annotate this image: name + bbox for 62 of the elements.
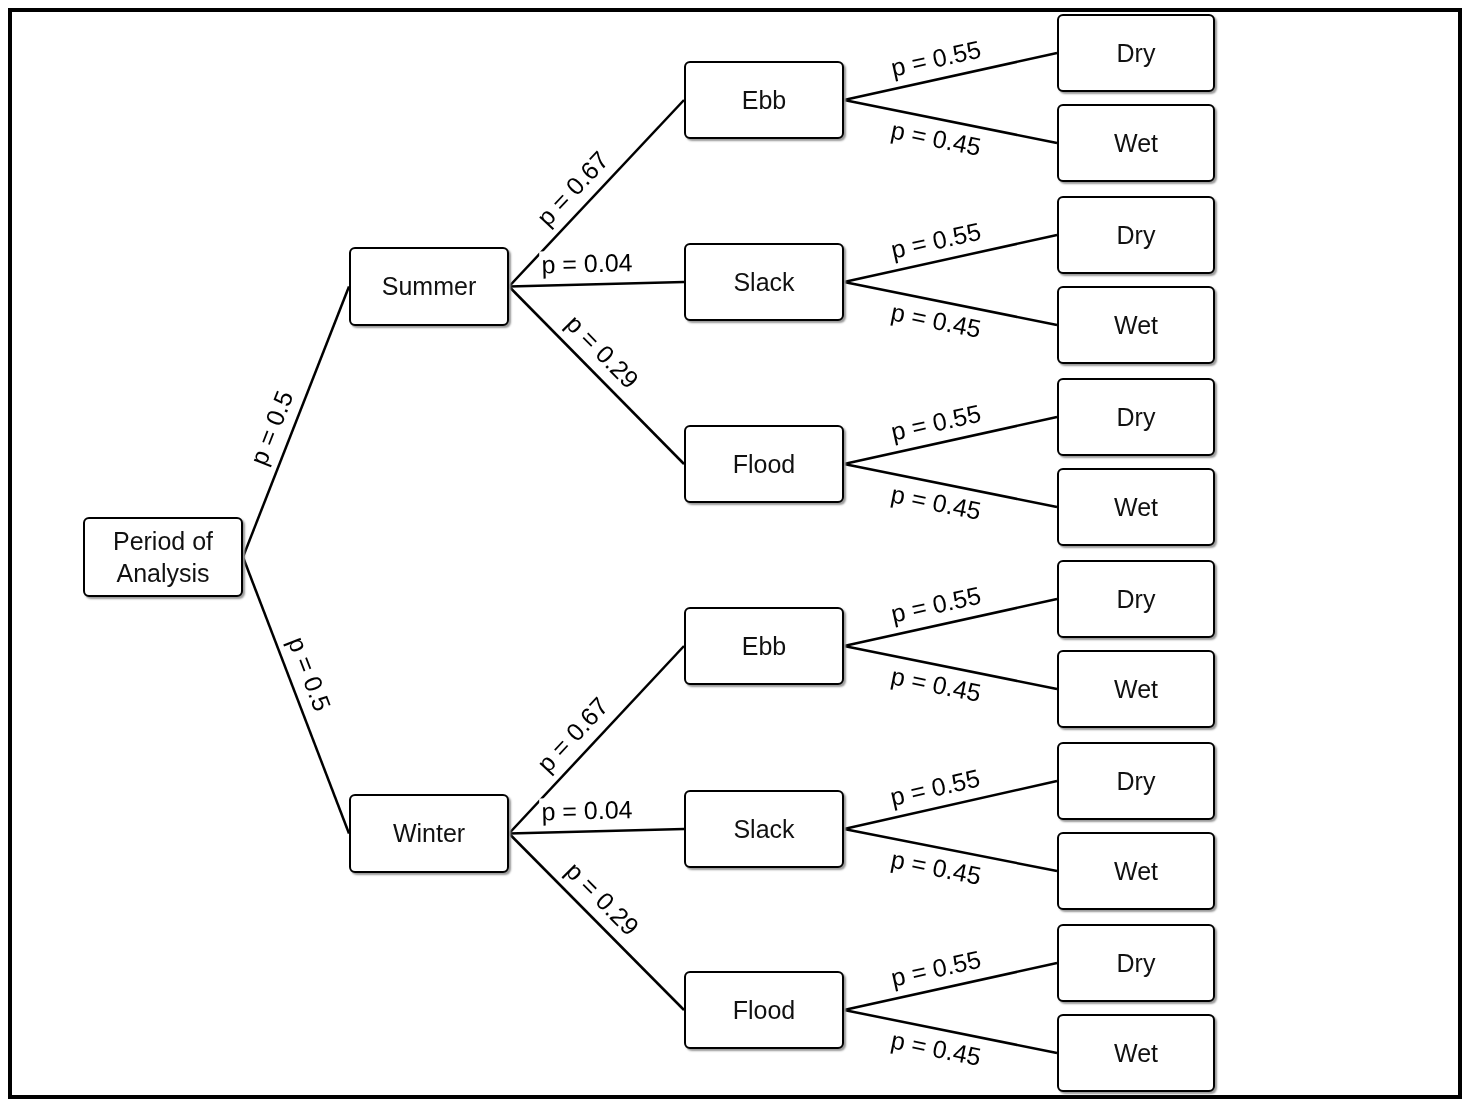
outcome-box [1057, 104, 1215, 182]
outcome-box [684, 243, 844, 321]
connector-line [241, 556, 351, 834]
connector-line [843, 827, 1058, 873]
node-label: Dry [1116, 765, 1156, 797]
node-label: Flood [732, 994, 796, 1026]
node-label: Wet [1114, 855, 1158, 887]
connector-line [843, 51, 1058, 102]
node-label: Winter [392, 818, 466, 850]
connector-line [508, 827, 685, 835]
connector-line [843, 280, 1058, 327]
node-label: Ebb [741, 84, 787, 116]
outcome-box [1057, 650, 1215, 728]
node-label: Dry [1116, 401, 1156, 433]
outcome-box [1057, 742, 1215, 820]
outcome-box [1057, 924, 1215, 1002]
outcome-box [1057, 378, 1215, 456]
connector-line [843, 415, 1058, 466]
connector-line [508, 99, 685, 288]
connector-line [843, 779, 1058, 831]
outcome-box [83, 517, 243, 597]
outcome-box [349, 794, 509, 873]
outcome-box [1057, 1014, 1215, 1092]
node-label: Dry [1116, 947, 1156, 979]
node-label: Period of Analysis [111, 525, 215, 589]
connector-line [843, 644, 1058, 691]
outcome-box [1057, 832, 1215, 910]
connector-line [508, 285, 685, 465]
node-label: Wet [1114, 1037, 1158, 1069]
node-label: Slack [733, 266, 795, 298]
node-label: Dry [1116, 37, 1156, 69]
connector-line [843, 233, 1058, 284]
outcome-box [684, 61, 844, 139]
outcome-box [1057, 468, 1215, 546]
outcome-box [1057, 196, 1215, 274]
connector-line [843, 1008, 1058, 1055]
connector-line [843, 597, 1058, 648]
outcome-box [684, 971, 844, 1049]
outcome-box [684, 425, 844, 503]
node-label: Dry [1116, 219, 1156, 251]
outcome-box [1057, 560, 1215, 638]
node-label: Wet [1114, 309, 1158, 341]
node-label: Wet [1114, 491, 1158, 523]
node-label: Wet [1114, 673, 1158, 705]
node-label: Ebb [741, 630, 787, 662]
node-label: Wet [1114, 127, 1158, 159]
outcome-box [684, 607, 844, 685]
outcome-box [349, 247, 509, 326]
connector-line [843, 98, 1058, 145]
connector-line [843, 961, 1058, 1012]
node-label: Slack [733, 813, 795, 845]
outcome-box [1057, 14, 1215, 92]
connector-line [508, 280, 685, 288]
outcome-box [684, 790, 844, 868]
outcome-box [1057, 286, 1215, 364]
connector-line [508, 832, 685, 1011]
node-label: Dry [1116, 583, 1156, 615]
connector-line [508, 645, 685, 835]
connector-line [241, 286, 351, 558]
connector-line [843, 462, 1058, 509]
node-label: Flood [732, 448, 796, 480]
node-label: Summer [381, 271, 477, 303]
